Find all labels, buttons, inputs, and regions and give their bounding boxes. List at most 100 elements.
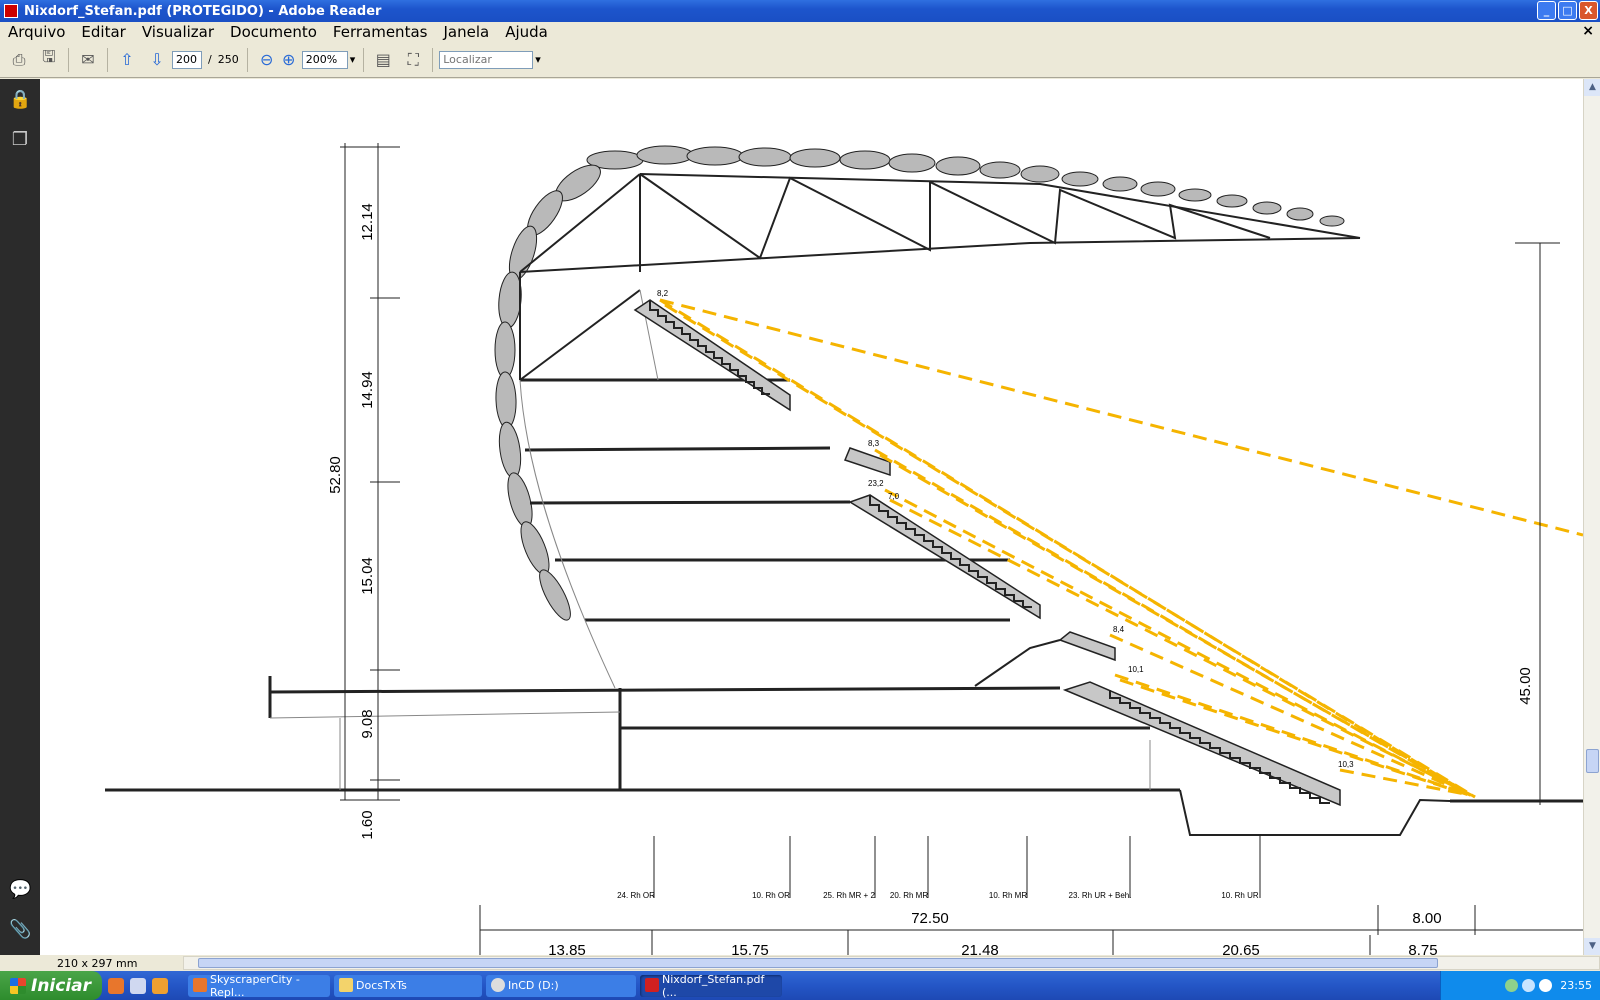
fit-width-icon[interactable]: ⛶ — [407, 49, 419, 69]
sightlines — [659, 298, 1583, 799]
row-label: 20. Rh MR — [890, 891, 928, 900]
task-label: SkyscraperCity - Repl... — [210, 972, 300, 999]
attachment-icon[interactable]: 📎 — [9, 919, 32, 940]
toolbar-separator — [363, 47, 365, 72]
facade-lines — [269, 289, 1151, 790]
scroll-down-icon[interactable]: ▼ — [1584, 938, 1600, 955]
document-view[interactable]: 12.14 14.94 15.04 9.08 1.60 52.80 45.00 … — [40, 79, 1583, 955]
vertical-scroll-thumb[interactable] — [1586, 749, 1599, 773]
search-input[interactable] — [439, 50, 534, 69]
comment-icon[interactable]: ✉ — [81, 50, 95, 69]
floor-slabs — [105, 378, 1583, 803]
volume-icon[interactable] — [1539, 979, 1553, 992]
roof-membrane — [494, 145, 1345, 621]
height-label-9-08: 9.08 — [359, 709, 376, 738]
tribune-steps — [649, 300, 1451, 836]
row-label: 25. Rh MR + 2 — [823, 891, 875, 900]
maximize-button[interactable]: □ — [1558, 1, 1577, 20]
print-icon[interactable]: ⎙ — [12, 49, 26, 69]
scroll-up-icon[interactable]: ▲ — [1584, 79, 1600, 96]
minimize-button[interactable]: _ — [1537, 1, 1556, 20]
page-total: 250 — [217, 53, 239, 66]
seat-label: 10,3 — [1338, 760, 1354, 769]
toolbar-separator — [432, 47, 434, 72]
previous-page-icon[interactable]: ⇧ — [120, 50, 134, 69]
network-icon[interactable] — [1522, 979, 1536, 992]
taskbar-item-docstxts[interactable]: DocsTxTs — [334, 974, 482, 997]
start-label: Iniciar — [31, 975, 92, 996]
document-close-button[interactable]: × — [1582, 23, 1594, 39]
menu-editar[interactable]: Editar — [81, 23, 126, 41]
firefox-icon — [193, 977, 207, 992]
right-height-label: 45.00 — [1517, 667, 1534, 705]
width-label: 8.75 — [1408, 942, 1437, 955]
seat-label: 8,4 — [1113, 625, 1125, 634]
pages-icon[interactable]: ❐ — [11, 129, 29, 150]
toolbar: ⎙ 🖫 ✉ ⇧ ⇩ / 250 ⊖ ⊕ ▾ ▤ ⛶ ▾ — [0, 42, 1600, 78]
desktop-quicklaunch-icon[interactable] — [130, 977, 146, 994]
row-label: 10. Rh OR — [752, 891, 790, 900]
vertical-scrollbar[interactable]: ▲ ▼ — [1583, 79, 1600, 955]
total-width-label: 72.50 — [911, 910, 949, 927]
comments-icon[interactable]: 💬 — [9, 879, 32, 900]
row-label: 10. Rh UR — [1221, 891, 1259, 900]
window-controls: _ □ X — [1537, 1, 1598, 20]
menu-ajuda[interactable]: Ajuda — [505, 23, 548, 41]
navigation-panel: 🔒 ❐ 💬 📎 — [0, 79, 40, 955]
horizontal-scrollbar[interactable] — [183, 956, 1600, 970]
toolbar-separator — [246, 47, 248, 72]
windows-logo-icon — [10, 977, 26, 994]
seat-label: 8,2 — [657, 289, 669, 298]
total-height-label: 52.80 — [327, 456, 344, 494]
taskbar-item-adobe-reader[interactable]: Nixdorf_Stefan.pdf (... — [640, 972, 782, 999]
zoom-dropdown-icon[interactable]: ▾ — [349, 53, 356, 66]
fit-page-icon[interactable]: ▤ — [375, 50, 391, 69]
menu-documento[interactable]: Documento — [230, 23, 317, 41]
width-label: 20.65 — [1222, 942, 1260, 955]
firefox-quicklaunch-icon[interactable] — [152, 977, 168, 994]
title-bar: Nixdorf_Stefan.pdf (PROTEGIDO) - Adobe R… — [0, 0, 1600, 22]
task-label: Nixdorf_Stefan.pdf (... — [662, 972, 765, 999]
pdf-icon — [645, 977, 659, 992]
folder-icon — [339, 977, 353, 992]
zoom-input[interactable] — [301, 50, 348, 69]
next-page-icon[interactable]: ⇩ — [150, 50, 164, 69]
tray-icon[interactable] — [1505, 979, 1519, 992]
search-dropdown-icon[interactable]: ▾ — [535, 53, 541, 66]
row-label: 23. Rh UR + Beh. — [1069, 891, 1132, 900]
menu-bar: Arquivo Editar Visualizar Documento Ferr… — [0, 22, 1600, 42]
zoom-in-icon[interactable]: ⊕ — [282, 50, 296, 69]
seat-label: 7,0 — [888, 492, 900, 501]
firefox-quicklaunch-icon[interactable] — [108, 977, 124, 994]
taskbar-item-skyscrapercity[interactable]: SkyscraperCity - Repl... — [188, 972, 330, 999]
dimension-lines — [340, 143, 1583, 955]
zoom-out-icon[interactable]: ⊖ — [260, 50, 274, 69]
window-title: Nixdorf_Stefan.pdf (PROTEGIDO) - Adobe R… — [24, 3, 382, 19]
menu-arquivo[interactable]: Arquivo — [8, 23, 66, 41]
width-label: 21.48 — [961, 942, 999, 955]
cd-drive-icon — [491, 977, 505, 992]
page-size: 210 x 297 mm — [57, 956, 138, 970]
taskbar-item-incd[interactable]: InCD (D:) — [486, 974, 636, 997]
clock: 23:55 — [1560, 979, 1592, 992]
taskbar: Iniciar SkyscraperCity - Repl... DocsTxT… — [0, 971, 1600, 1000]
right-width-label: 8.00 — [1412, 910, 1441, 927]
page-separator: / — [208, 53, 212, 66]
lock-icon[interactable]: 🔒 — [9, 89, 32, 110]
page-number-input[interactable] — [172, 50, 202, 69]
menu-ferramentas[interactable]: Ferramentas — [332, 23, 428, 41]
save-copy-icon[interactable]: 🖫 — [42, 47, 56, 66]
toolbar-separator — [68, 47, 69, 72]
menu-janela[interactable]: Janela — [443, 23, 490, 41]
menu-visualizar[interactable]: Visualizar — [141, 23, 215, 41]
height-label-12-14: 12.14 — [359, 203, 376, 241]
height-label-1-60: 1.60 — [359, 810, 376, 839]
row-label: 10. Rh MR — [989, 891, 1027, 900]
close-button[interactable]: X — [1579, 1, 1598, 20]
pdf-app-icon — [4, 4, 18, 18]
seat-label: 10,1 — [1128, 665, 1144, 674]
horizontal-scroll-thumb[interactable] — [198, 958, 1438, 968]
seat-label: 8,3 — [868, 439, 880, 448]
start-button[interactable]: Iniciar — [0, 971, 102, 1000]
height-label-15-04: 15.04 — [359, 557, 376, 595]
